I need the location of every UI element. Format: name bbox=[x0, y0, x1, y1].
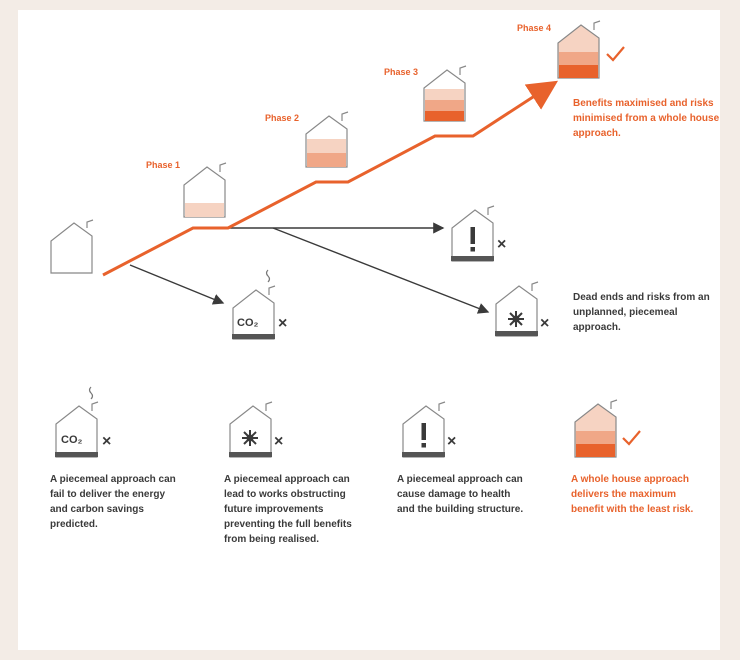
co2-label: CO₂ bbox=[237, 317, 259, 329]
whole-house-check-icon bbox=[622, 430, 641, 446]
obstruction-house-icon bbox=[495, 281, 539, 337]
diagram-canvas: × CO₂ × × bbox=[18, 10, 720, 650]
obstruction-house-icon-bottom bbox=[229, 401, 273, 458]
start-house-icon bbox=[50, 219, 94, 274]
phase-1-house-icon bbox=[183, 162, 227, 218]
warning-house-icon bbox=[451, 205, 495, 262]
co2-house-icon-bottom bbox=[55, 386, 99, 458]
caption-energy-savings: A piecemeal approach can fail to deliver… bbox=[50, 474, 176, 530]
warning-cross-icon-bottom: × bbox=[447, 433, 456, 450]
pathway-diagram: × CO₂ × × bbox=[50, 20, 641, 458]
phase-2-house-icon bbox=[305, 111, 349, 168]
co2-cross-icon: × bbox=[278, 315, 287, 332]
phase-3-label: Phase 3 bbox=[384, 67, 419, 77]
dead-ends-note: Dead ends and risks from an unplanned, p… bbox=[573, 292, 710, 333]
warning-cross-icon: × bbox=[497, 236, 506, 253]
phase-2-label: Phase 2 bbox=[265, 113, 300, 123]
branch-line-obstruction bbox=[272, 227, 490, 314]
caption-obstructing-works: A piecemeal approach can lead to works o… bbox=[224, 474, 352, 545]
branch-line-co2 bbox=[129, 264, 225, 305]
benefits-note: Benefits maximised and risks minimised f… bbox=[573, 98, 720, 139]
co2-house-icon bbox=[232, 269, 276, 340]
phase-4-house-icon bbox=[557, 20, 601, 79]
caption-damage-health: A piecemeal approach can cause damage to… bbox=[397, 474, 524, 515]
caption-whole-house: A whole house approach delivers the maxi… bbox=[571, 474, 694, 515]
warning-house-icon-bottom bbox=[402, 401, 446, 458]
phase-3-house-icon bbox=[423, 65, 467, 122]
whole-house-pathway bbox=[102, 80, 559, 277]
phase-4-label: Phase 4 bbox=[517, 23, 552, 33]
whole-house-icon-bottom bbox=[574, 399, 618, 458]
phase-1-label: Phase 1 bbox=[146, 160, 181, 170]
co2-label-bottom: CO₂ bbox=[61, 434, 83, 446]
co2-cross-icon-bottom: × bbox=[102, 433, 111, 450]
phase-4-check-icon bbox=[606, 46, 625, 62]
obstruction-cross-icon-bottom: × bbox=[274, 433, 283, 450]
obstruction-cross-icon: × bbox=[540, 315, 549, 332]
